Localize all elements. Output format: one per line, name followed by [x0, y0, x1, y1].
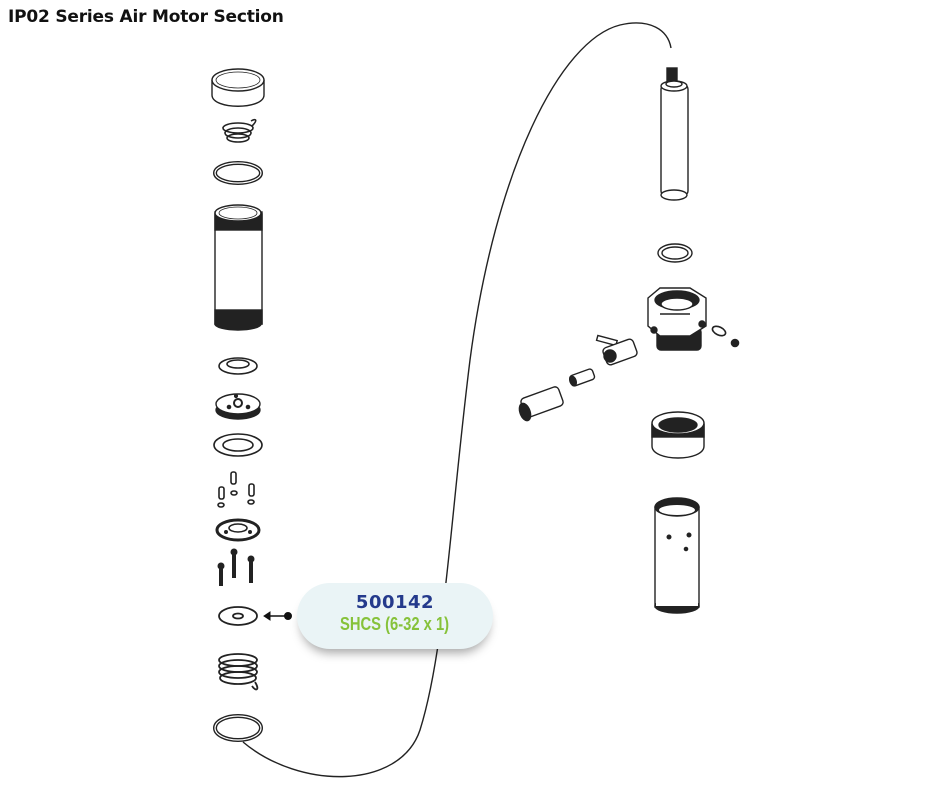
part-number: 500142: [355, 592, 435, 613]
elbow-fitting-part: [711, 325, 740, 348]
quick-coupler-part: [518, 386, 564, 422]
retainer-part: [218, 357, 258, 375]
end-cap-part: [211, 68, 265, 107]
o-ring-bottom-part: [213, 714, 263, 742]
piston-part: [215, 393, 261, 420]
hex-body-fitting-part: [647, 287, 707, 351]
cap-screws-part: [217, 548, 255, 586]
cylinder-tube-part: [214, 204, 263, 331]
page-title: IP02 Series Air Motor Section: [8, 7, 284, 27]
valve-plate-part: [215, 518, 261, 542]
rod-cylinder-part: [660, 67, 689, 201]
ball-valve-part: [595, 334, 638, 366]
air-hose-line: [242, 22, 672, 778]
pins-and-washers-part: [217, 471, 255, 508]
sleeve-tube-part: [654, 497, 700, 614]
coil-spring-part: [218, 653, 259, 691]
nipple-part: [569, 368, 596, 387]
seal-ring-part: [213, 433, 263, 457]
small-spring-part: [222, 118, 257, 143]
part-description: SHCS (6-32 x 1): [340, 614, 450, 634]
o-ring-small-part: [657, 243, 693, 263]
leader-arrow: [263, 611, 292, 621]
gland-ring-part: [651, 411, 705, 459]
part-callout: 500142 SHCS (6-32 x 1): [297, 583, 493, 649]
washer-part: [218, 606, 258, 626]
o-ring-top-part: [213, 161, 263, 185]
